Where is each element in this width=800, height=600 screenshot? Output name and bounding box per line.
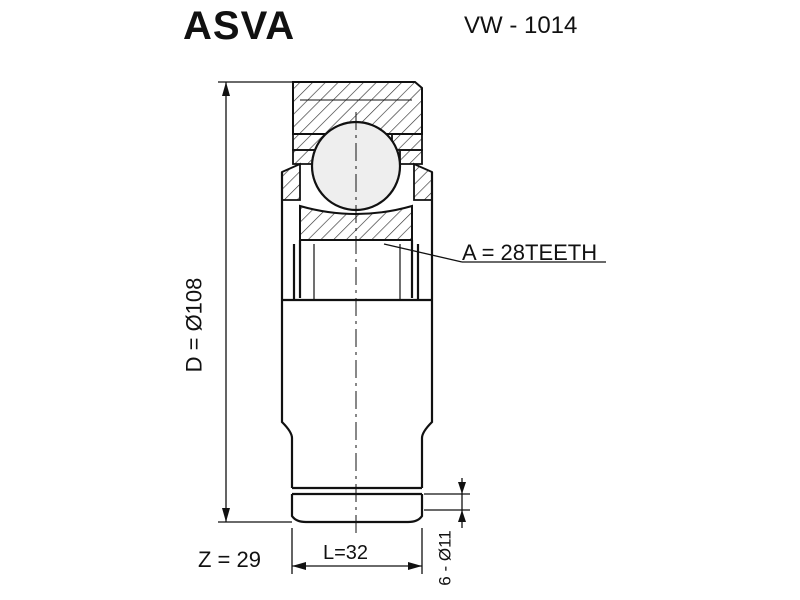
brand-logo-text: ASVA bbox=[183, 4, 296, 48]
part-number: VW - 1014 bbox=[464, 12, 578, 39]
end-rim bbox=[290, 486, 424, 524]
spline-count-label: Z = 29 bbox=[198, 547, 261, 572]
outer-cap bbox=[292, 81, 423, 135]
joint-body bbox=[280, 172, 434, 488]
teeth-label: A = 28TEETH bbox=[462, 240, 598, 265]
diameter-dimension bbox=[218, 81, 292, 523]
length-dimension bbox=[291, 528, 423, 574]
pin-diameter-label: 6 - Ø11 bbox=[435, 530, 455, 586]
length-label: L=32 bbox=[323, 542, 369, 564]
pin-dimension bbox=[424, 478, 470, 528]
diameter-label: D = Ø108 bbox=[181, 277, 207, 373]
teeth-leader bbox=[383, 243, 606, 263]
